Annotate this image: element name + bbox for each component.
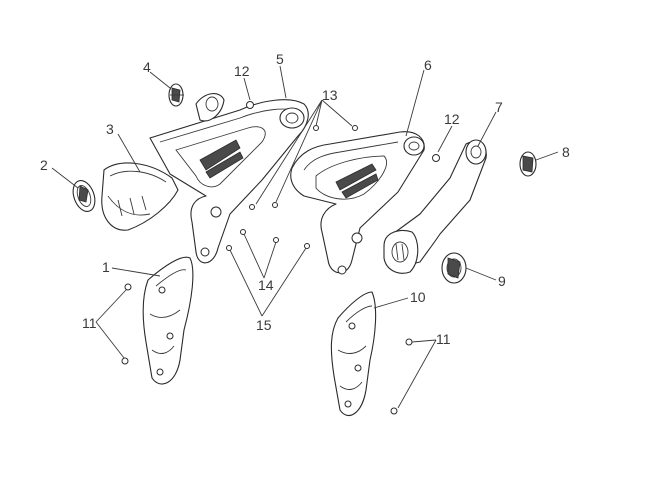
- callout-8: 8: [562, 144, 570, 160]
- fastener-13c: [249, 204, 255, 210]
- fastener-13a: [313, 125, 319, 131]
- part-2-round-cap: [72, 180, 96, 212]
- callout-10: 10: [410, 289, 426, 305]
- callout-4: 4: [143, 59, 151, 75]
- callout-11-right: 11: [436, 331, 451, 347]
- fastener-11b: [121, 357, 129, 365]
- callout-5: 5: [276, 51, 284, 67]
- callout-13: 13: [322, 87, 338, 103]
- part-3-heel-guard-left: [101, 162, 179, 231]
- part-5-bracket-left: [149, 93, 309, 264]
- fastener-12-left: [246, 101, 254, 109]
- callout-1: 1: [102, 259, 110, 275]
- fastener-14a: [240, 229, 246, 235]
- part-6-bracket-right: [290, 131, 425, 275]
- fastener-15b: [304, 243, 310, 249]
- part-1-heel-plate-left: [142, 256, 194, 385]
- callout-7: 7: [495, 99, 503, 115]
- leader-lines: [51, 65, 559, 409]
- fastener-12-right: [432, 154, 440, 162]
- callout-3: 3: [106, 121, 114, 137]
- fastener-11d: [390, 407, 398, 415]
- fastener-14b: [273, 237, 279, 243]
- callout-15: 15: [256, 317, 272, 333]
- fastener-13d: [272, 202, 278, 208]
- callout-9: 9: [498, 273, 506, 289]
- fastener-13b: [352, 125, 358, 131]
- callout-labels: 1 2 3 4 5 6 7 8 9 10 11 11 12 12 13 14 1…: [40, 51, 570, 347]
- callout-12-right: 12: [444, 111, 460, 127]
- callout-11-left: 11: [82, 315, 97, 331]
- fasteners: [121, 101, 440, 415]
- part-8-small-cap-right: [519, 151, 537, 177]
- fastener-15a: [226, 245, 232, 251]
- fastener-11c: [405, 338, 413, 346]
- part-4-small-cap: [168, 83, 184, 107]
- callout-12-left: 12: [234, 63, 250, 79]
- fastener-11a: [124, 283, 132, 291]
- part-10-heel-plate-right: [330, 291, 377, 416]
- callout-2: 2: [40, 157, 48, 173]
- callout-14: 14: [258, 277, 274, 293]
- callout-6: 6: [424, 57, 432, 73]
- part-7-footrest-arm-right: [383, 139, 487, 274]
- part-9-round-cap-right: [441, 252, 467, 284]
